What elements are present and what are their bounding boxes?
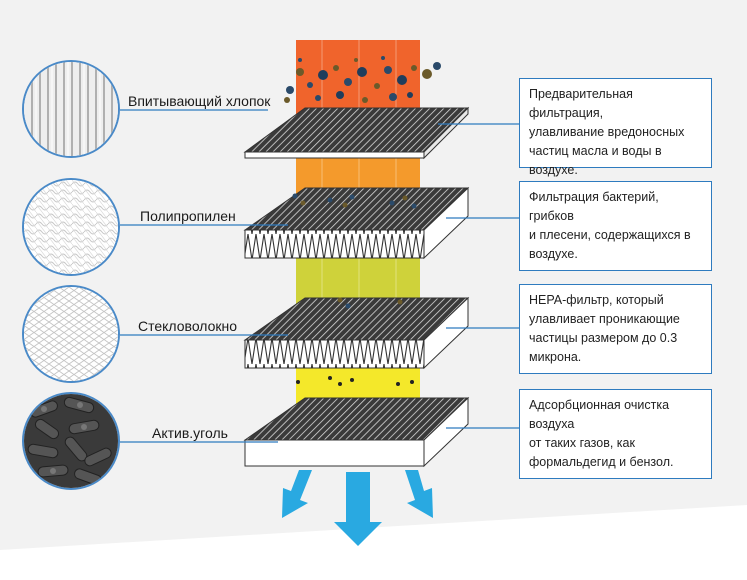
activated-carbon-icon (22, 392, 120, 490)
description-prefilter: Предварительная фильтрация, улавливание … (519, 78, 712, 177)
description-carbon: Адсорбционная очистка воздуха от таких г… (519, 389, 712, 479)
clean-air-arrows (282, 470, 433, 546)
description-hepa: HEPA-фильтр, который улавливает проникаю… (519, 284, 712, 374)
material-label-cotton: Впитывающий хлопок (128, 93, 271, 109)
description-polypropylene: Фильтрация бактерий, грибков и плесени, … (519, 181, 712, 271)
material-label-polypropylene: Полипропилен (140, 208, 236, 224)
cotton-texture-icon (22, 60, 120, 158)
material-label-carbon: Актив.уголь (152, 425, 228, 441)
pollutant-particles (284, 56, 441, 103)
air-stage3 (296, 255, 420, 305)
material-label-fiberglass: Стекловолокно (138, 318, 238, 334)
fiberglass-mesh-icon (22, 285, 120, 383)
polypropylene-mesh-icon (22, 178, 120, 276)
